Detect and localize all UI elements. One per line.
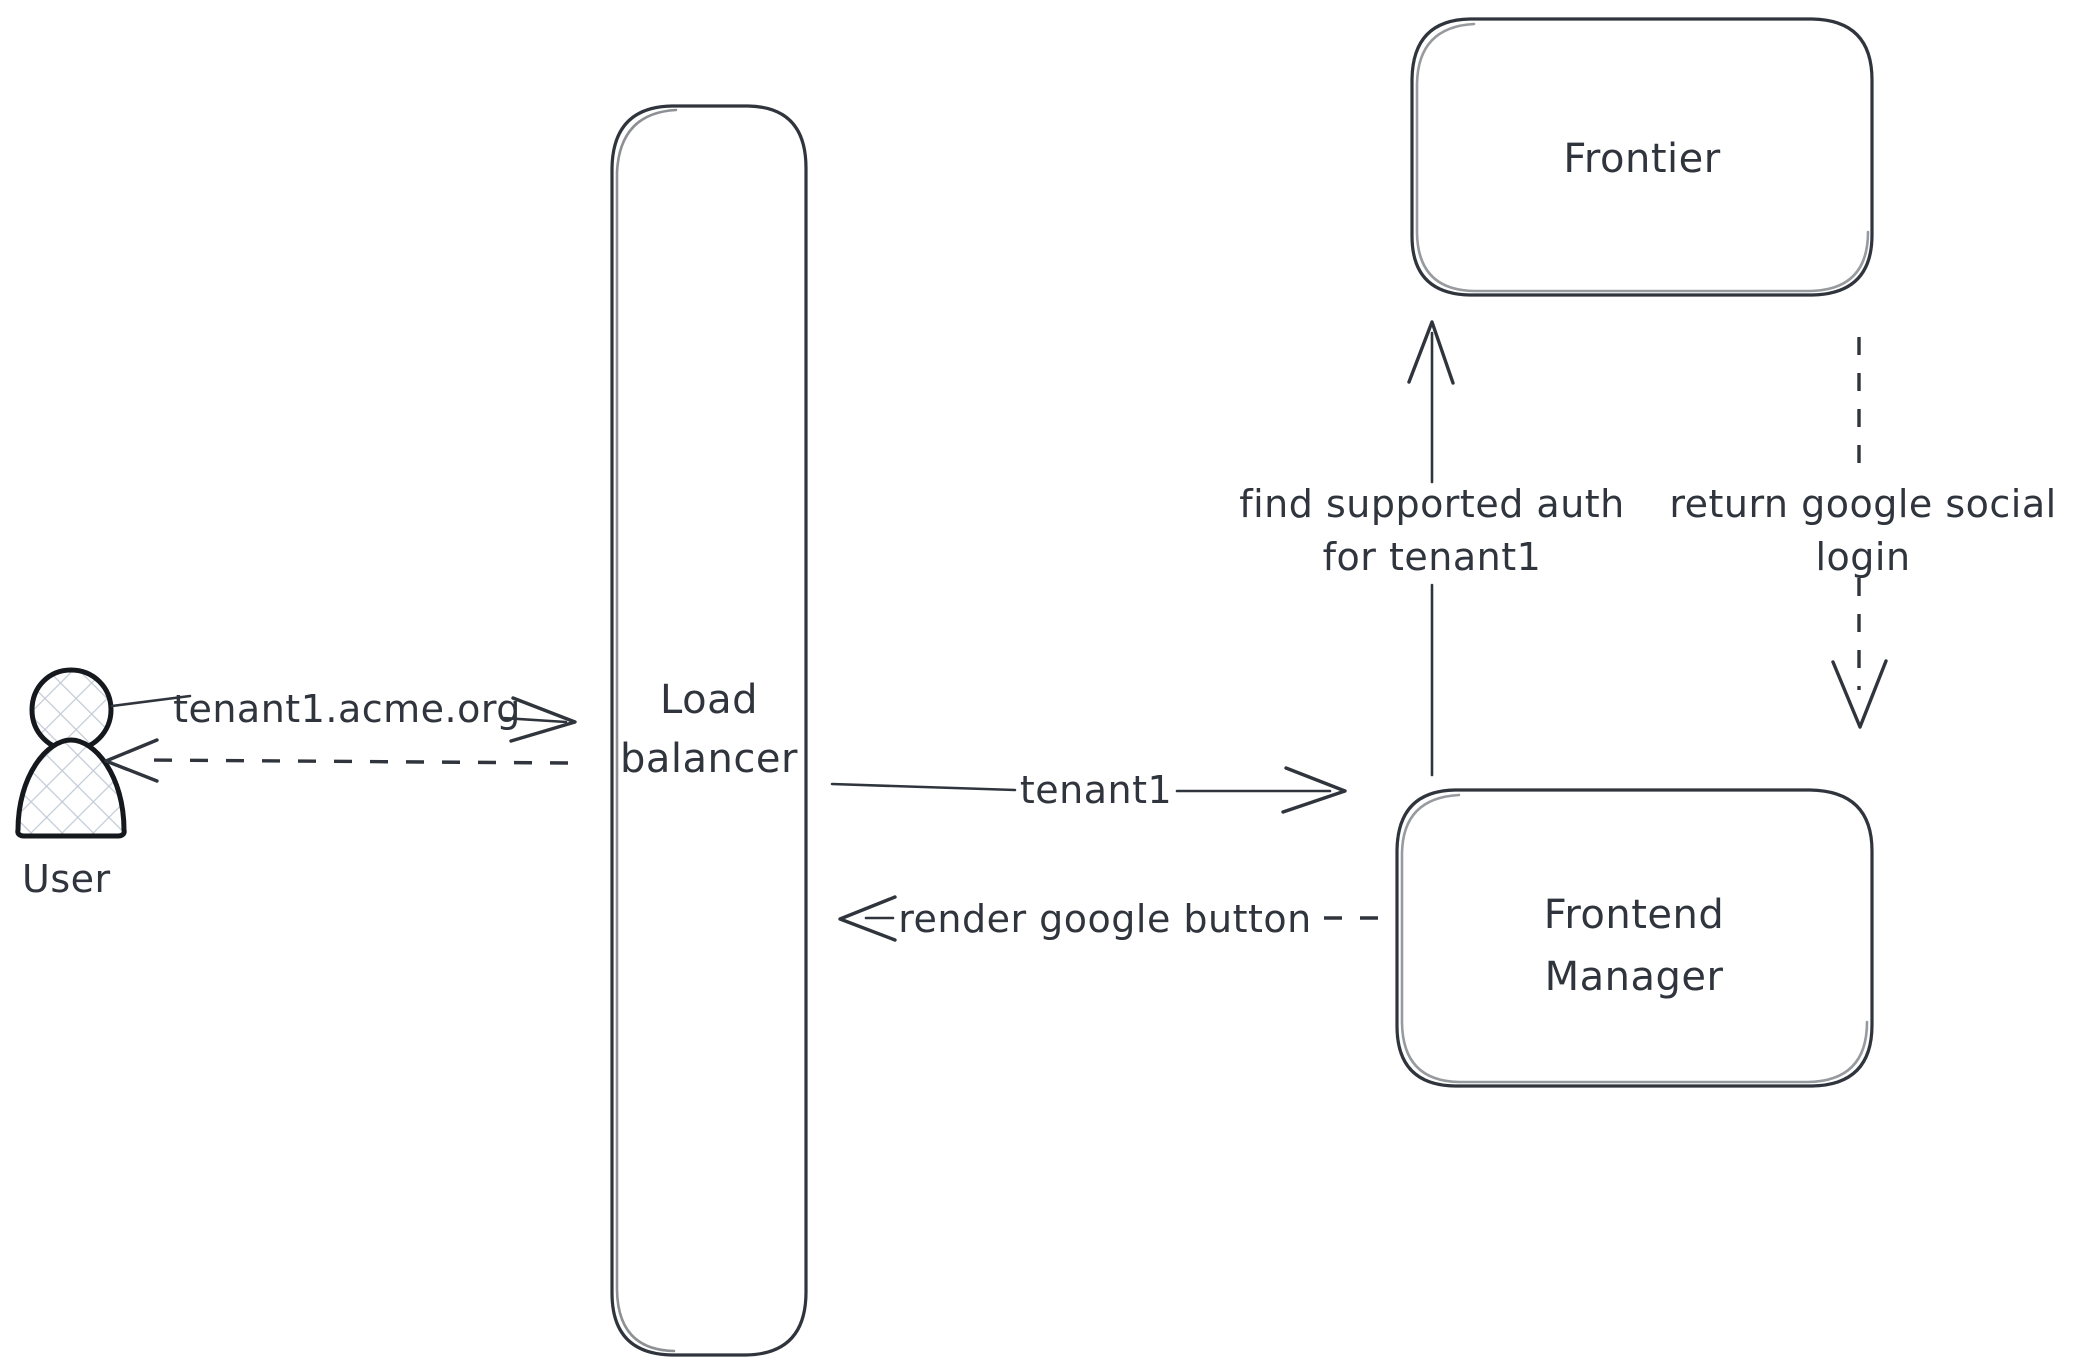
node-frontend-manager-label-line1: Frontend <box>1544 892 1725 938</box>
person-icon <box>15 667 127 839</box>
node-frontend-manager-label-line2: Manager <box>1545 954 1724 1000</box>
edge-fm-to-lb: render google button <box>838 895 1378 942</box>
actor-user-label: User <box>22 857 111 901</box>
node-load-balancer-label-line1: Load <box>660 677 758 723</box>
edge-user-to-lb-label: tenant1.acme.org <box>173 687 521 731</box>
node-frontier[interactable]: Frontier <box>1410 17 1874 297</box>
edge-lb-to-fm-label: tenant1 <box>1020 768 1172 812</box>
edge-lb-to-fm: tenant1 <box>830 766 1347 814</box>
edge-frontier-to-fm-label-line2: login <box>1815 535 1910 579</box>
edge-fm-to-frontier-label-line1: find supported auth <box>1239 482 1625 526</box>
edge-fm-to-frontier: find supported auth for tenant1 <box>1239 320 1625 777</box>
edge-fm-to-frontier-label-line2: for tenant1 <box>1323 535 1542 579</box>
node-load-balancer-label-line2: balancer <box>620 736 798 782</box>
edge-fm-to-lb-label: render google button <box>898 897 1312 941</box>
node-load-balancer[interactable]: Load balancer <box>610 104 808 1357</box>
edge-user-to-lb: tenant1.acme.org <box>110 687 577 743</box>
edge-frontier-to-fm-label-line1: return google social <box>1669 482 2056 526</box>
edge-lb-to-user <box>104 738 569 783</box>
node-frontend-manager[interactable]: Frontend Manager <box>1395 788 1874 1088</box>
actor-user: User <box>15 667 127 901</box>
edge-frontier-to-fm: return google social login <box>1669 337 2056 729</box>
node-frontier-label-line1: Frontier <box>1563 136 1720 182</box>
